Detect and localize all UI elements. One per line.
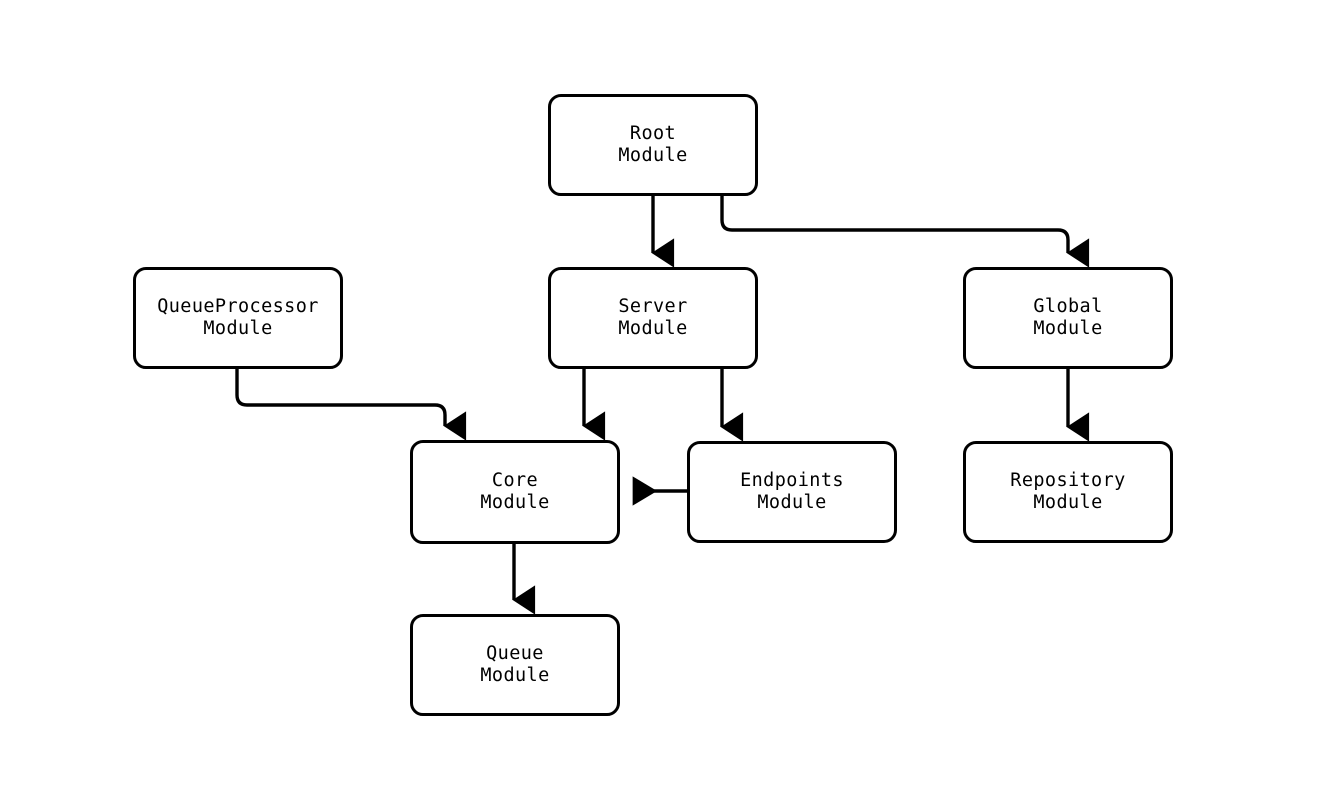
node-global-module-label-line1: Global: [1033, 296, 1103, 317]
node-core-module[interactable]: Core Module: [410, 440, 620, 544]
node-endpoints-module-label-line2: Module: [757, 492, 827, 513]
node-queue-module[interactable]: Queue Module: [410, 614, 620, 716]
node-server-module-label-line2: Module: [618, 318, 688, 339]
node-queue-module-label-line1: Queue: [486, 643, 544, 664]
node-global-module-label-line2: Module: [1033, 318, 1103, 339]
node-server-module[interactable]: Server Module: [548, 267, 758, 369]
node-repository-module-label-line2: Module: [1033, 492, 1103, 513]
edge-queueprocessor-to-core: [235, 369, 467, 441]
node-root-module-label-line1: Root: [629, 123, 677, 144]
node-server-module-label-line1: Server: [618, 296, 688, 317]
node-global-module[interactable]: Global Module: [963, 267, 1173, 369]
node-repository-module[interactable]: Repository Module: [963, 441, 1173, 543]
node-endpoints-module-label-line1: Endpoints: [740, 470, 844, 491]
node-endpoints-module[interactable]: Endpoints Module: [687, 441, 897, 543]
node-queue-module-label-line2: Module: [480, 665, 550, 686]
node-core-module-label-line1: Core: [491, 470, 539, 491]
node-queueprocessor-module-label-line2: Module: [203, 318, 273, 339]
edge-root-to-global: [720, 196, 1090, 268]
node-queueprocessor-module[interactable]: QueueProcessor Module: [133, 267, 343, 369]
node-core-module-label-line2: Module: [480, 492, 550, 513]
node-queueprocessor-module-label-line1: QueueProcessor: [157, 296, 319, 317]
node-root-module-label-line2: Module: [618, 145, 688, 166]
node-repository-module-label-line1: Repository: [1010, 470, 1126, 491]
node-root-module[interactable]: Root Module: [548, 94, 758, 196]
